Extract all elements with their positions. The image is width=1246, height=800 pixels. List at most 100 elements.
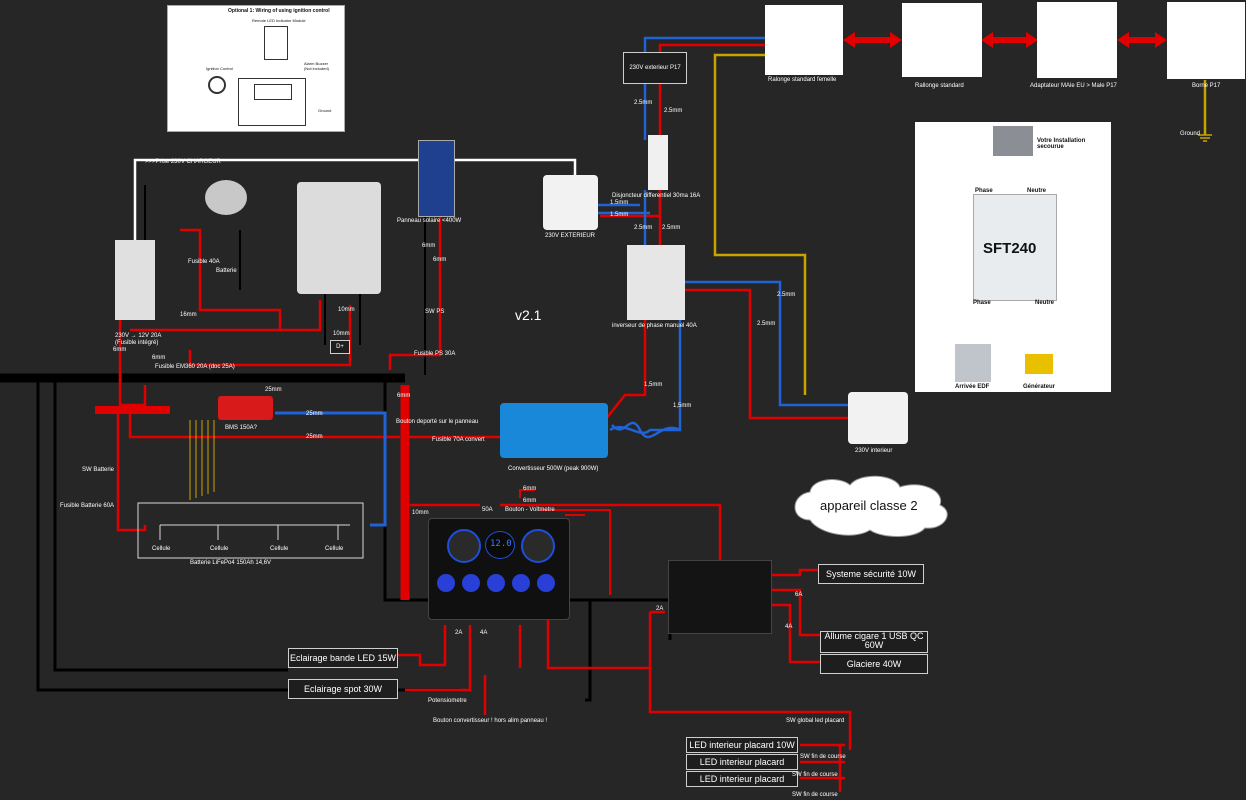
borne-label: Borne P17 — [1192, 83, 1221, 89]
wiring-module-title: Optional 1: Wiring of using ignition con… — [228, 8, 330, 14]
rocker-5[interactable] — [537, 574, 555, 592]
load-led-placard-10: LED interieur placard 10W — [686, 737, 798, 753]
wire-blue-dc — [275, 411, 387, 527]
sft240-panel: Votre Installation secourue Phase Neutre… — [915, 122, 1111, 392]
cloud — [794, 475, 948, 537]
fusible-bat-label: Fusible Batterie 60A — [60, 503, 115, 509]
wire-black — [53, 380, 288, 672]
wire-label: 2.5mm — [634, 225, 653, 231]
rallonge-femelle-image — [765, 5, 843, 75]
voltmeter-display: 12.0 — [485, 531, 515, 559]
wire-blue-230 — [611, 421, 681, 439]
potentiometre-label: Potensiometre — [428, 698, 467, 704]
neutre-bottom-label: Neutre — [1035, 300, 1055, 306]
wire-black — [144, 185, 361, 345]
inverseur-image — [627, 245, 685, 320]
wire-red-dc — [118, 320, 147, 407]
house-image — [993, 126, 1033, 156]
load-glaciere: Glaciere 40W — [820, 654, 928, 674]
ignition-key-icon — [208, 76, 226, 94]
wire-label: 1.5mm — [610, 200, 629, 206]
cellule-1: Cellule — [152, 546, 171, 552]
wire-red-dc — [519, 489, 535, 498]
wire-red-dc — [500, 503, 722, 565]
wire-label: 2A — [656, 606, 664, 612]
fuse-box — [668, 560, 772, 634]
adaptateur-label: Adaptateur MAle EU > Male P17 — [1030, 83, 1117, 89]
prise-ext-image — [543, 175, 598, 230]
bouton-deporte-label: Bouton deporté sur le panneau — [396, 419, 479, 425]
prise-ext-label: 230V EXTERIEUR — [545, 233, 596, 239]
wire-label: 2.5mm — [664, 108, 683, 114]
wire-red-230 — [680, 288, 855, 420]
wire-label: 2.5mm — [777, 292, 796, 298]
load-spot: Eclairage spot 30W — [288, 679, 398, 699]
inverter-image — [500, 403, 608, 458]
wire-red-230 — [604, 320, 647, 421]
rallonge-femelle-label: Ralonge standard femelle — [768, 77, 837, 83]
wire-red-dc — [130, 300, 322, 332]
arrow-links — [843, 32, 1167, 48]
mppt-image — [297, 182, 381, 294]
led-module — [264, 26, 288, 60]
fuse50-label: 50A — [482, 507, 493, 513]
disjoncteur-image — [648, 135, 668, 190]
wire-label: 6mm — [422, 243, 436, 249]
wiring-module-doc: Optional 1: Wiring of using ignition con… — [167, 5, 345, 132]
sw-fin-2: SW fin de course — [792, 772, 838, 778]
wire-red-dc — [180, 228, 282, 330]
prise-chargeur-label: >>>Prise 230V CHARGEUR — [145, 159, 221, 165]
bms-image — [218, 396, 273, 420]
edf-meter-image — [955, 344, 991, 382]
wire-label: 4A — [785, 624, 793, 630]
sw-fin-3: SW fin de course — [792, 792, 838, 798]
led-module-label: Remote LED Indicator Module — [252, 18, 306, 23]
wire-red-dc — [128, 410, 400, 439]
socket-left — [447, 529, 481, 563]
rocker-3[interactable] — [487, 574, 505, 592]
prise-int-label: 230V interieur — [855, 448, 893, 454]
wire-label: 2.5mm — [757, 321, 776, 327]
disjoncteur-label: Disjoncteur differentiel 30ma 16A — [612, 193, 701, 199]
socket-right — [521, 529, 555, 563]
wire-white-charger — [133, 158, 577, 240]
sw-fin-1: SW fin de course — [800, 754, 846, 760]
fusible-ps-label: Fusible PS 30A — [414, 351, 456, 357]
wire-label: 4A — [480, 630, 488, 636]
cellule-3: Cellule — [270, 546, 289, 552]
wire-label: 2.5mm — [634, 100, 653, 106]
wire-red-dc — [540, 509, 611, 595]
wire-label: 2A — [455, 630, 463, 636]
classe2-label: appareil classe 2 — [820, 498, 918, 513]
wire-red-dc — [116, 410, 147, 532]
borne-image — [1167, 2, 1245, 79]
module-terminal-block — [254, 84, 292, 100]
wire-label: 16mm — [180, 312, 197, 318]
wire-label: 6mm — [523, 498, 537, 504]
module-wire-box — [238, 78, 306, 126]
inverseur-label: inverseur de phase manuel 40A — [612, 323, 697, 329]
wire-red-dc — [770, 588, 820, 637]
load-led-placard-b: LED interieur placard — [686, 754, 798, 770]
generator-label: Générateur — [1023, 384, 1056, 390]
rocker-2[interactable] — [462, 574, 480, 592]
wire-label: 1.5mm — [610, 212, 629, 218]
rocker-4[interactable] — [512, 574, 530, 592]
ground-label: Ground — [1180, 131, 1201, 137]
batterie-lfp-label: Batterie LiFePo4 150Ah 14,6V — [190, 560, 272, 566]
ignition-label: Ignition Control — [206, 66, 233, 71]
wire-label: 6mm — [152, 355, 166, 361]
chargeur-label: 230V → 12V 20A (Fusible intégré) — [115, 333, 162, 346]
version-label: v2.1 — [515, 307, 542, 323]
wire-label: 25mm — [306, 411, 323, 417]
convertisseur-label: Convertisseur 500W (peak 900W) — [508, 466, 599, 472]
wire-red-dc — [188, 305, 352, 367]
buzzer-label: Alarm Buzzer — [304, 61, 329, 66]
cellule-4: Cellule — [325, 546, 344, 552]
wire-blue-230 — [680, 280, 855, 407]
wire-label: 6mm — [397, 393, 411, 399]
rocker-1[interactable] — [437, 574, 455, 592]
wire-red-dc — [546, 620, 650, 670]
wire-red-dc — [405, 625, 472, 692]
adaptateur-image — [1037, 2, 1117, 78]
